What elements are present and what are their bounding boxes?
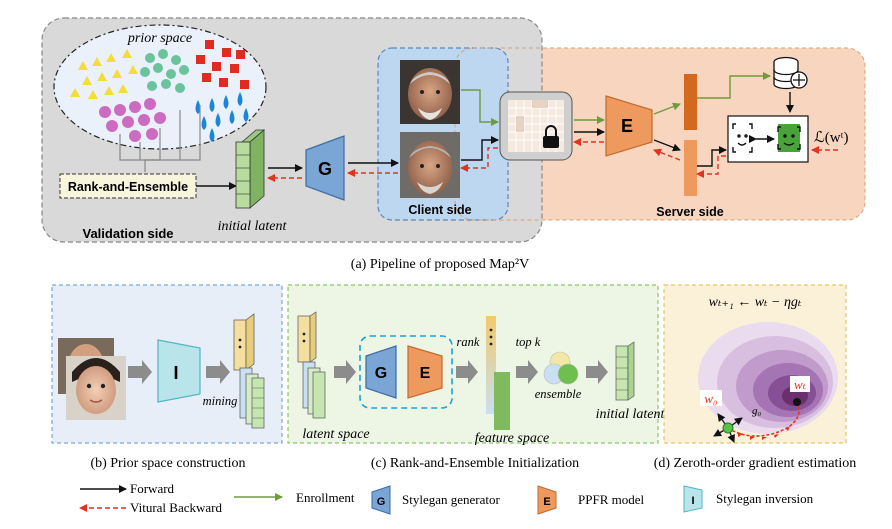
encoder-to-query-feature xyxy=(653,139,681,152)
g0-label: g₀ xyxy=(752,405,762,417)
prior-to-rank-connectors xyxy=(119,105,201,172)
encoder-block xyxy=(605,95,653,157)
ge-dashed-box xyxy=(359,335,453,409)
b-arrow-to-mining xyxy=(206,360,230,384)
c-arrow-to-rank xyxy=(456,360,478,384)
inversion-letter: I xyxy=(173,363,178,383)
latent-space-label: latent space xyxy=(302,427,369,442)
face-scan-icon xyxy=(732,123,753,153)
initial-latent-stack xyxy=(235,129,266,209)
w0-label: w₀ xyxy=(704,391,717,406)
database-icon xyxy=(773,56,808,90)
legend-inversion-block xyxy=(683,485,703,513)
panel-c-caption: (c) Rank-and-Ensemble Initialization xyxy=(371,456,579,471)
initial-latent-label: initial latent xyxy=(218,219,288,234)
server-side-region xyxy=(455,48,865,220)
c-generator-block xyxy=(365,345,397,399)
client-side-label: Client side xyxy=(408,203,471,217)
c-encoder-letter: E xyxy=(420,365,431,382)
prior-cluster-squares xyxy=(196,40,249,89)
prior-space-ellipse xyxy=(53,24,267,150)
legend-forward-label: Forward xyxy=(130,481,175,496)
loss-label: ℒ(wᵗ) xyxy=(814,130,849,146)
rank-label: rank xyxy=(457,335,480,349)
update-equation: wₜ₊₁ ← wₜ − ηgₜ xyxy=(709,295,802,310)
ensemble-circles xyxy=(543,351,579,385)
legend-inversion-letter: I xyxy=(691,495,694,507)
server-side-label: Server side xyxy=(656,205,723,219)
c-arrow-to-initial-latent xyxy=(586,360,608,384)
c-arrow-to-ge xyxy=(334,360,356,384)
top-k-label: top k xyxy=(516,335,541,349)
feature-to-database-arrow xyxy=(697,72,771,99)
rank-and-ensemble-label: Rank-and-Ensemble xyxy=(68,180,188,194)
query-feature-to-encoder-backward xyxy=(653,148,681,161)
prior-space-label: prior space xyxy=(127,31,192,46)
lock-icon xyxy=(543,125,559,148)
face-photo-icon xyxy=(400,60,460,124)
face-scan-icon xyxy=(777,124,801,152)
b-arrow-to-inversion xyxy=(128,360,152,384)
c-generator-letter: G xyxy=(375,365,387,382)
validation-side-label: Validation side xyxy=(82,226,173,241)
query-feature-bar xyxy=(684,140,697,196)
legend-encoder-letter: E xyxy=(543,496,550,508)
gen-face-to-protector xyxy=(461,136,499,161)
legend-encoder-block xyxy=(537,485,557,515)
w0-point xyxy=(713,413,743,443)
c-arrow-to-ensemble xyxy=(516,360,538,384)
legend-encoder-label: PPFR model xyxy=(578,492,644,507)
inversion-block xyxy=(157,339,201,403)
latent-space-stack xyxy=(297,311,326,419)
generator-block xyxy=(305,135,345,201)
enroll-face-to-protector xyxy=(461,89,499,126)
panel-c-frame xyxy=(287,284,659,444)
mining-label: mining xyxy=(203,394,238,408)
rank-and-ensemble-box xyxy=(59,173,197,199)
legend-generator-block xyxy=(371,485,391,515)
legend-generator-letter: G xyxy=(377,496,386,508)
ensemble-label: ensemble xyxy=(535,387,582,401)
panel-a-caption: (a) Pipeline of proposed Map²V xyxy=(351,257,529,272)
panel-d-caption: (d) Zeroth-order gradient estimation xyxy=(654,456,857,471)
wt-label-box: wₜ xyxy=(790,376,810,392)
encoder-letter: E xyxy=(621,116,633,136)
legend-generator-label: Stylegan generator xyxy=(402,492,500,507)
descent-markers xyxy=(738,426,790,440)
prior-cluster-hexagons xyxy=(140,49,189,93)
enroll-feature-bar xyxy=(684,74,697,130)
prior-latent-stack xyxy=(233,313,265,429)
loss-contours xyxy=(698,322,838,434)
c-initial-latent-label: initial latent xyxy=(596,407,666,422)
generator-letter: G xyxy=(318,159,332,179)
legend-inversion-label: Stylegan inversion xyxy=(716,491,814,506)
w0-label-box: w₀ xyxy=(700,390,722,406)
protector-to-gen-face-backward xyxy=(460,147,498,172)
prior-cluster-drops xyxy=(195,92,249,142)
descent-path xyxy=(727,403,800,437)
prior-cluster-circles xyxy=(99,98,166,142)
privacy-grid-block xyxy=(499,91,573,161)
legend-backward-label: Vitural Backward xyxy=(130,500,222,515)
panel-b-caption: (b) Prior space construction xyxy=(90,456,245,471)
face-photo-icon xyxy=(400,132,460,198)
feature-space-label: feature space xyxy=(475,431,550,446)
c-initial-latent xyxy=(615,341,635,401)
c-encoder-block xyxy=(407,345,443,399)
child-photo-icon xyxy=(66,356,126,420)
legend-enrollment-label: Enrollment xyxy=(296,490,355,505)
wt-point xyxy=(793,398,801,406)
encoder-to-enroll-feature xyxy=(653,102,681,115)
prior-cluster-triangles xyxy=(70,49,138,99)
feature-space-bars xyxy=(486,316,510,430)
query-feature-to-verifier xyxy=(697,146,727,167)
wt-label: wₜ xyxy=(794,377,807,392)
verifier-to-query-feature-backward xyxy=(696,155,726,178)
